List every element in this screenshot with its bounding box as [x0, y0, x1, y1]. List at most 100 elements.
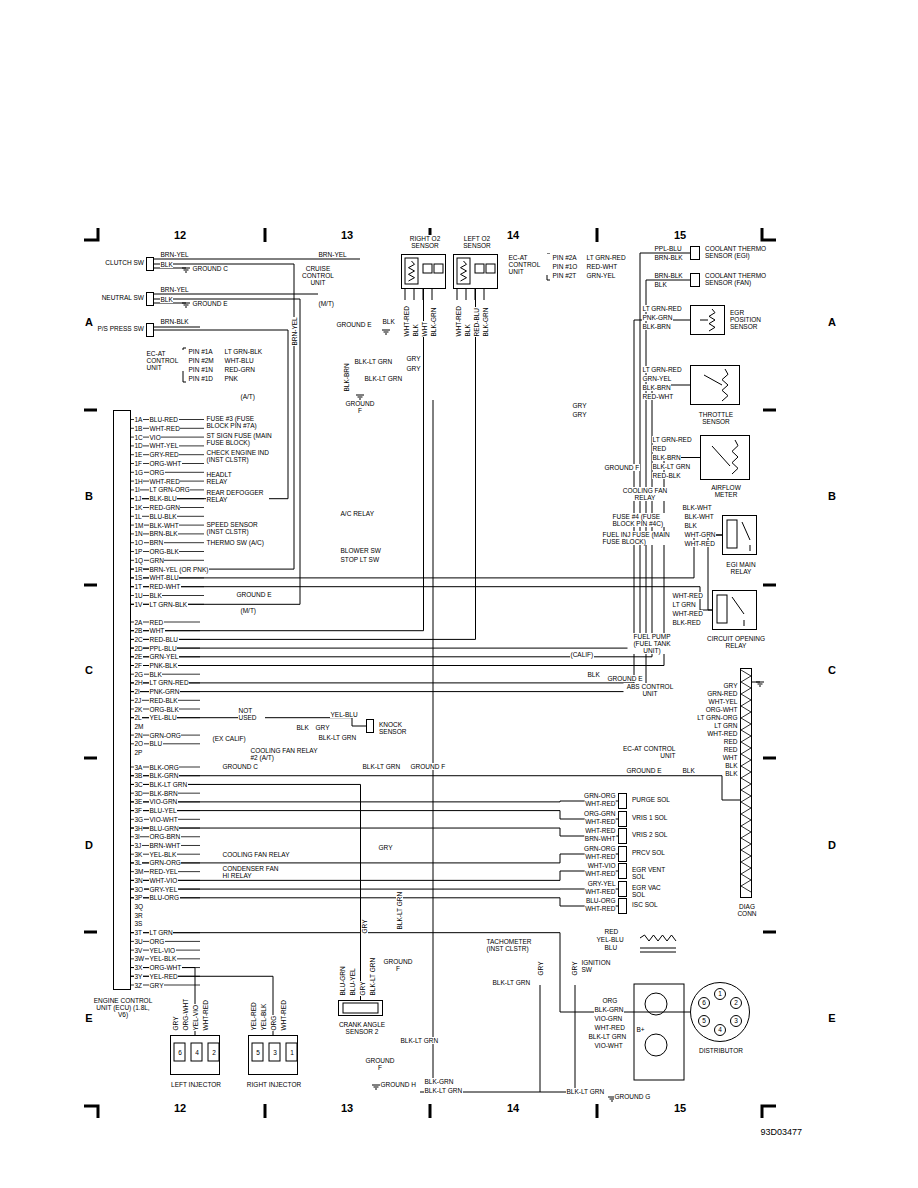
pin-wire-label: 2P — [134, 749, 143, 756]
diagram-label: VIO-GRN — [594, 1015, 623, 1022]
diagram-label: BLU — [604, 944, 618, 951]
pin-wire-label: RED-GRN — [149, 504, 180, 511]
pin-wire-label: 1F — [134, 460, 143, 467]
pin-wire-label: ORG-WHT — [149, 964, 182, 971]
pin-wire-label: 2N — [134, 732, 143, 739]
diagram-label: BLK-WHT — [684, 513, 714, 520]
pin-wire-label: 3L — [134, 859, 142, 866]
relay-coil — [727, 520, 737, 548]
diagram-label: BLK-BRN — [343, 363, 350, 392]
diagram-label: WHT-RED — [684, 540, 715, 547]
pin-wire-label: 2G — [134, 671, 144, 678]
component-box: RIGHT O2 SENSOR — [401, 254, 446, 289]
component-label: EGI MAIN RELAY — [716, 561, 766, 575]
diagram-label: RED — [723, 746, 738, 753]
pin-wire-label: 1K — [134, 504, 143, 511]
component-box: P/S PRESS SW — [146, 323, 154, 337]
diagram-label: BLK — [464, 324, 471, 337]
component-label: NEUTRAL SW — [101, 294, 144, 301]
diagram-label: WHT — [421, 321, 428, 337]
grid-reference: C — [828, 664, 837, 676]
pin-wire-label: BLU-YEL — [149, 807, 177, 814]
component-box: EGR VENT SOL — [618, 863, 627, 879]
grid-reference: A — [828, 316, 837, 328]
component-label: THROTTLE SENSOR — [686, 411, 746, 425]
pin-wire-label: 1R — [134, 566, 143, 573]
frame-tick — [596, 228, 599, 242]
grid-reference: 15 — [673, 1102, 686, 1114]
wire-line — [433, 400, 434, 1084]
ground-symbol — [372, 1085, 380, 1086]
diagram-label: 6 — [178, 1049, 183, 1056]
pin-wire-label: WHT-VIO — [149, 877, 178, 884]
wire-connector — [131, 330, 288, 499]
diagram-label: YEL-BLU — [596, 936, 624, 943]
connector-hatch — [741, 670, 751, 892]
component-label: LEFT O2 SENSOR — [451, 235, 503, 249]
pin-wire-label: 2C — [134, 636, 143, 643]
pin-wire-label: 1Q — [134, 557, 144, 564]
pin-wire-label: ORG — [149, 469, 165, 476]
pin-wire-label: 2I — [134, 688, 140, 695]
diagram-label: LT GRN-RED — [642, 366, 682, 373]
diagram-label: ABS CONTROL UNIT — [624, 683, 677, 697]
diagram-label: BRN-BLK — [160, 318, 189, 325]
ground-symbol — [358, 397, 363, 398]
diagram-label: GRN-YEL — [642, 375, 672, 382]
diagram-label: PIN #2A — [552, 254, 577, 261]
diagram-label: BRN-WHT — [584, 835, 616, 842]
diagram-label: 6 — [702, 999, 707, 1006]
component-label: CIRCUIT OPENING RELAY — [706, 635, 766, 649]
component-label: PRCV SOL — [632, 849, 672, 856]
ground-symbol — [185, 307, 187, 308]
pin-wire-label: 3W — [134, 955, 145, 962]
diagram-label: WHT-BLU — [224, 357, 254, 364]
grid-reference: C — [85, 664, 94, 676]
pin-wire-label: 2H — [134, 679, 143, 686]
pin-wire-label: RED-YEL — [149, 868, 178, 875]
wiper-symbol — [704, 375, 722, 385]
component-box: LEFT O2 SENSOR — [453, 254, 498, 289]
diagram-label: GRY — [361, 919, 368, 934]
component-box: EGR VAC SOL — [618, 881, 627, 897]
component-label: VRIS 1 SOL — [632, 814, 672, 821]
diagram-label: 3 — [273, 1049, 278, 1056]
pin-wire-label: LT GRN-ORG — [149, 486, 190, 493]
diagram-label: LT GRN-ORG — [697, 714, 738, 721]
component-label: VRIS 2 SOL — [632, 831, 672, 838]
diagram-label: WHT-RED — [672, 592, 703, 599]
pin-wire-label: 3Q — [134, 903, 144, 910]
diagram-label: COOLING FAN RELAY — [618, 487, 673, 501]
diagram-label: LT GRN — [714, 722, 738, 729]
resistor-symbol — [722, 369, 728, 401]
pin-symbol — [715, 1025, 726, 1036]
transistor-symbol — [645, 1034, 667, 1056]
diagram-label: (CALIF) — [570, 651, 594, 658]
diagram-label: YEL-RED — [250, 1002, 257, 1031]
control-unit-box: ENGINE CONTROL UNIT (ECU) (1.8L, V6) — [113, 410, 131, 990]
diagram-label: GROUND F — [604, 464, 640, 471]
pin-wire-label: BLU-RED — [149, 416, 179, 423]
component-label: CLUTCH SW — [101, 259, 144, 266]
diagram-label: LT GRN-RED — [652, 436, 692, 443]
component-box: PRCV SOL — [618, 846, 627, 862]
pin-wire-label: BLU-BLK — [149, 513, 177, 520]
diagram-label: GROUND E — [192, 300, 228, 307]
diagram-label: GROUND H — [380, 1081, 416, 1088]
connector-symbol — [457, 258, 470, 284]
diagram-label: GRY — [359, 981, 366, 996]
grid-reference: 13 — [340, 229, 353, 241]
diagram-label: PIN #1D — [188, 375, 214, 382]
diagram-label: GRY — [406, 355, 421, 362]
ground-symbol — [385, 334, 387, 335]
pin-wire-label: 1S — [134, 574, 143, 581]
pin-wire-label: 3T — [134, 929, 143, 936]
pin-wire-label: 2A — [134, 619, 143, 626]
diagram-label: BLK — [684, 522, 697, 529]
connector-symbol — [486, 264, 495, 273]
pin-wire-label: BLK-LT GRN — [149, 781, 188, 788]
component-label: AIRFLOW METER — [701, 484, 751, 498]
diagram-label: GROUND C — [192, 265, 228, 272]
pin-wire-label: 3U — [134, 938, 143, 945]
diagram-label: 5 — [256, 1049, 261, 1056]
